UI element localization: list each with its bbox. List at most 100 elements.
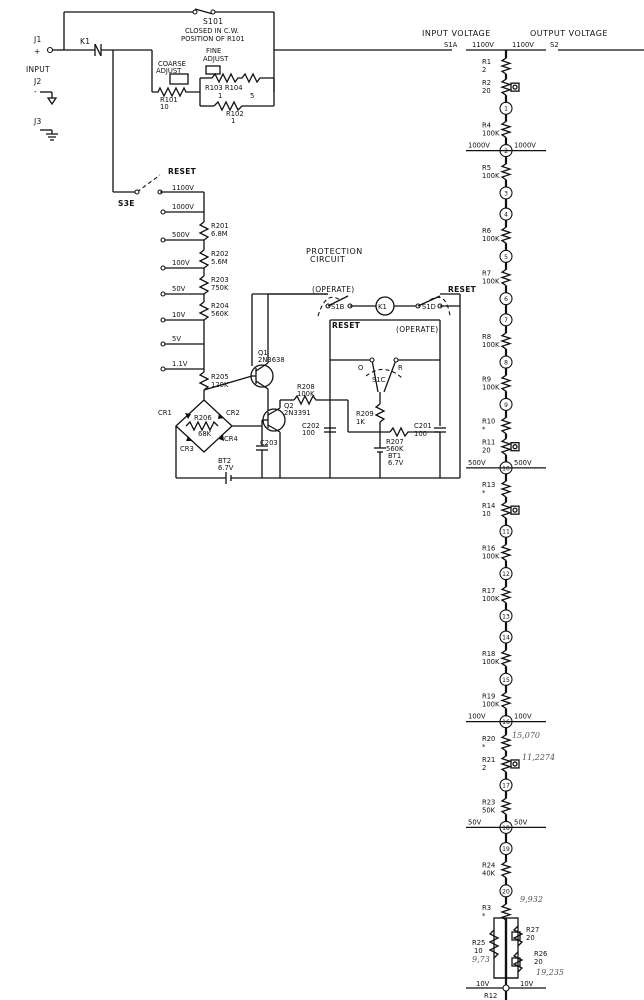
pot-wiper-icon [512, 507, 518, 513]
ladder-tap-label: 5V [172, 335, 181, 343]
divider-resistor-mask [503, 79, 509, 96]
divider-resistor-value: 100K [482, 701, 500, 709]
c203-label: C203 [260, 439, 278, 447]
divider-node-number: 15 [502, 677, 510, 684]
divider-resistor-label: R9 [482, 375, 491, 383]
divider-tap-right: 1000V [514, 142, 536, 150]
bridge-rectifier [175, 399, 460, 484]
divider-resistor-value: 20 [482, 87, 491, 95]
divider-resistor-label: R2 [482, 79, 491, 87]
input-labels: J1 + INPUT J2 - J3 K1 [26, 35, 90, 126]
divider-node-number: 3 [504, 190, 508, 197]
cr1-label: CR1 [158, 409, 172, 417]
divider-node-number: 8 [504, 360, 508, 367]
ladder-tap-label: 100V [172, 259, 190, 267]
divider-resistor-mask [503, 861, 509, 878]
divider-resistor-value: * [482, 426, 486, 434]
divider-node-number: 4 [504, 211, 508, 218]
cr3-label: CR3 [180, 445, 194, 453]
divider-node-number: 2 [504, 148, 508, 155]
divider-resistor [499, 903, 513, 921]
divider-node [499, 778, 513, 792]
divider-resistor-mask [503, 269, 509, 286]
r102-label: R102 [226, 110, 244, 118]
divider-node [499, 249, 513, 263]
divider-resistor-label: R6 [482, 227, 491, 235]
reset-voltage: 1100V [172, 184, 194, 192]
divider-resistor-value: 100K [482, 235, 500, 243]
divider-node-number: 12 [502, 571, 510, 578]
k1-relay-label: K1 [378, 303, 387, 311]
range-ladder [160, 209, 210, 400]
divider-tap-right: 50V [514, 818, 528, 826]
s101-switch [63, 8, 275, 92]
divider-tap-left: 500V [468, 459, 486, 467]
divider-resistor [499, 480, 513, 498]
pot-wiper-icon [512, 84, 518, 90]
reset-right-label: RESET [448, 285, 477, 294]
j2-label: J2 [33, 77, 42, 86]
divider-node [499, 884, 513, 898]
divider-resistor-value: 100K [482, 341, 500, 349]
tap-10v-right: 10V [520, 980, 534, 988]
divider-resistor-value: 2 [482, 66, 486, 74]
divider-node-number: 7 [504, 317, 508, 324]
pot-wiper-icon [512, 761, 518, 767]
tap-10v-left: 10V [476, 980, 490, 988]
divider-resistor-label: R8 [482, 333, 491, 341]
divider-resistor-value: 100K [482, 383, 500, 391]
handwritten-note-2: 11,2274 [522, 753, 555, 762]
divider-node [499, 672, 513, 686]
s101-note-2: POSITION OF R101 [181, 35, 245, 43]
divider-resistor-value: * [482, 743, 486, 751]
divider-node-number: 19 [502, 846, 510, 853]
c202-label: C202 [302, 422, 320, 430]
divider-tap-left: 100V [468, 713, 486, 721]
j3-label: J3 [33, 117, 42, 126]
divider-resistor-label: R19 [482, 693, 495, 701]
divider-resistor-mask [503, 904, 509, 920]
ladder-tap-label: 500V [172, 231, 190, 239]
divider-resistor-mask [503, 121, 509, 138]
bt2-label: BT2 [218, 457, 231, 465]
divider-node-number: 5 [504, 254, 508, 261]
s1d-label: S1D [422, 303, 436, 311]
divider-node-number: 10 [502, 465, 510, 472]
divider-resistor-value: 100K [482, 552, 500, 560]
divider-node [499, 630, 513, 644]
divider-resistor-label: R7 [482, 270, 491, 278]
divider-resistor-mask [503, 227, 509, 244]
divider-resistor [499, 649, 513, 667]
divider-resistor-label: R17 [482, 587, 495, 595]
protection-loop [251, 293, 461, 478]
divider-resistor-label: R24 [482, 862, 495, 870]
q2-label: Q2 [284, 402, 294, 410]
pot-adjust-icon [510, 442, 520, 452]
divider-node-number: 17 [502, 783, 510, 790]
ladder-resistor-label: R201 [211, 222, 229, 230]
divider-resistor-label: R20 [482, 735, 495, 743]
ladder-resistor-label: R203 [211, 276, 229, 284]
s1b-label: S1B [331, 303, 345, 311]
bt2-value: 6.7V [218, 464, 234, 472]
ladder-tap-label: 1.1V [172, 360, 188, 368]
divider-node [499, 355, 513, 369]
divider-resistor-value: 100K [482, 595, 500, 603]
divider-node [499, 609, 513, 623]
bt1-label: BT1 [388, 452, 401, 460]
divider-resistor-value: 50K [482, 806, 496, 814]
divider-node-number: 13 [502, 613, 510, 620]
coarse-label: COARSE [158, 60, 186, 68]
divider-resistor [499, 754, 513, 773]
divider-resistor-mask [503, 755, 509, 772]
s3-label: S3E [118, 199, 135, 208]
divider-resistor-value: 10 [482, 510, 491, 518]
reset-labels: RESET 1100V S3E [118, 167, 196, 208]
ladder-resistor-value: 5.6M [211, 258, 228, 266]
r104-value: 5 [250, 92, 254, 100]
pot-adjust-icon [510, 82, 520, 92]
divider-resistor-mask [503, 692, 509, 709]
divider-node-number: 18 [502, 825, 510, 832]
r12-label: R12 [484, 992, 497, 1000]
pot-wiper-icon [512, 444, 518, 450]
